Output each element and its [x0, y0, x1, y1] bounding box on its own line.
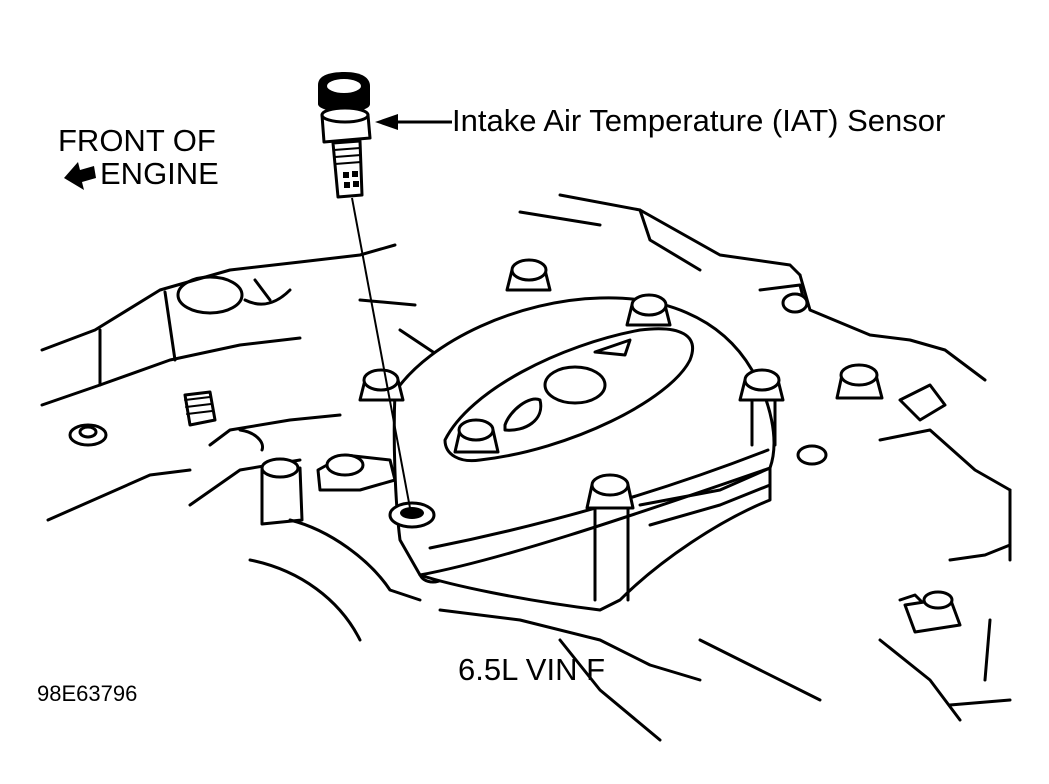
bolt — [625, 293, 672, 327]
bolt — [585, 473, 635, 602]
bolt — [358, 368, 405, 402]
engine-code-caption: 6.5L VIN F — [458, 652, 606, 687]
callout-arrow-icon — [375, 114, 452, 130]
bolt — [835, 363, 884, 400]
front-of-engine-label-line2: ENGINE — [100, 156, 219, 191]
figure-reference-number: 98E63796 — [37, 681, 138, 706]
bolt — [505, 258, 552, 292]
installation-guide-line — [351, 197, 411, 509]
engine-front-cover — [388, 296, 776, 612]
front-direction-arrow-icon — [64, 162, 96, 190]
bolt — [738, 368, 785, 447]
engine-block-right — [518, 193, 1012, 722]
cover-bolts — [358, 258, 884, 602]
iat-sensor-icon — [318, 72, 372, 199]
bolt — [453, 418, 500, 454]
front-of-engine-label-line1: FRONT OF — [58, 123, 216, 158]
iat-sensor-label: Intake Air Temperature (IAT) Sensor — [452, 103, 946, 138]
engine-block-left — [40, 243, 397, 522]
